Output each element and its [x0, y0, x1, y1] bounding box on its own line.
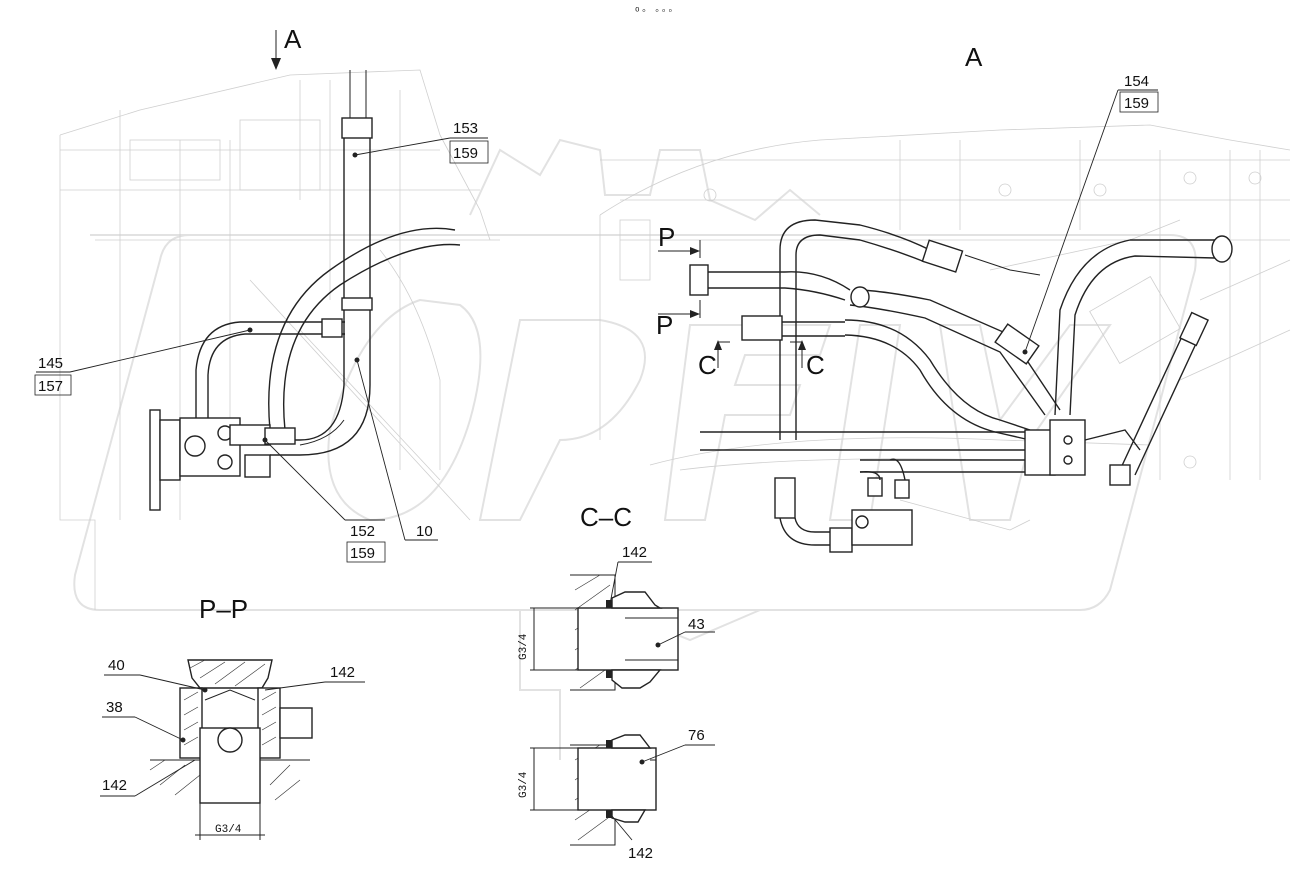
callout-145-ref: 157	[38, 378, 63, 395]
callout-153-ref: 159	[453, 145, 478, 162]
section-pp-title: P–P	[199, 594, 248, 624]
leader-lines	[36, 89, 1158, 841]
cut-marks	[271, 30, 806, 368]
callout-154: 154	[1124, 73, 1149, 90]
section-cc-drawing	[530, 574, 679, 846]
cut-p-top-label: P	[658, 222, 675, 252]
right-pipe-assembly	[689, 219, 1233, 553]
cut-c-left-label: C	[698, 350, 717, 380]
callout-10: 10	[416, 523, 433, 540]
view-arrow-label: A	[284, 24, 302, 54]
cut-p-bottom-label: P	[656, 310, 673, 340]
section-pp-drawing	[149, 659, 313, 840]
top-mark: ᵒ◦ ◦◦◦	[634, 6, 674, 18]
callout-142-cc-top: 142	[622, 544, 647, 561]
callout-40: 40	[108, 657, 125, 674]
section-cc-title: C–C	[580, 502, 632, 532]
callout-145: 145	[38, 355, 63, 372]
callout-142-cc-bottom: 142	[628, 845, 653, 862]
dim-g34-cc-top: G3/4	[518, 633, 530, 660]
callout-153: 153	[453, 120, 478, 137]
background-frame-left	[59, 69, 500, 610]
view-a-title: A	[965, 42, 983, 72]
callout-76: 76	[688, 727, 705, 744]
dim-g34-pp: G3/4	[215, 824, 242, 836]
callout-152: 152	[350, 523, 375, 540]
cut-c-right-label: C	[806, 350, 825, 380]
callout-154-ref: 159	[1124, 95, 1149, 112]
callout-142-pp-left: 142	[102, 777, 127, 794]
callout-142-pp-right: 142	[330, 664, 355, 681]
callout-38: 38	[106, 699, 123, 716]
left-pipe-assembly	[149, 70, 461, 511]
dim-g34-cc-bottom: G3/4	[518, 771, 530, 798]
callout-152-ref: 159	[350, 545, 375, 562]
callout-43: 43	[688, 616, 705, 633]
